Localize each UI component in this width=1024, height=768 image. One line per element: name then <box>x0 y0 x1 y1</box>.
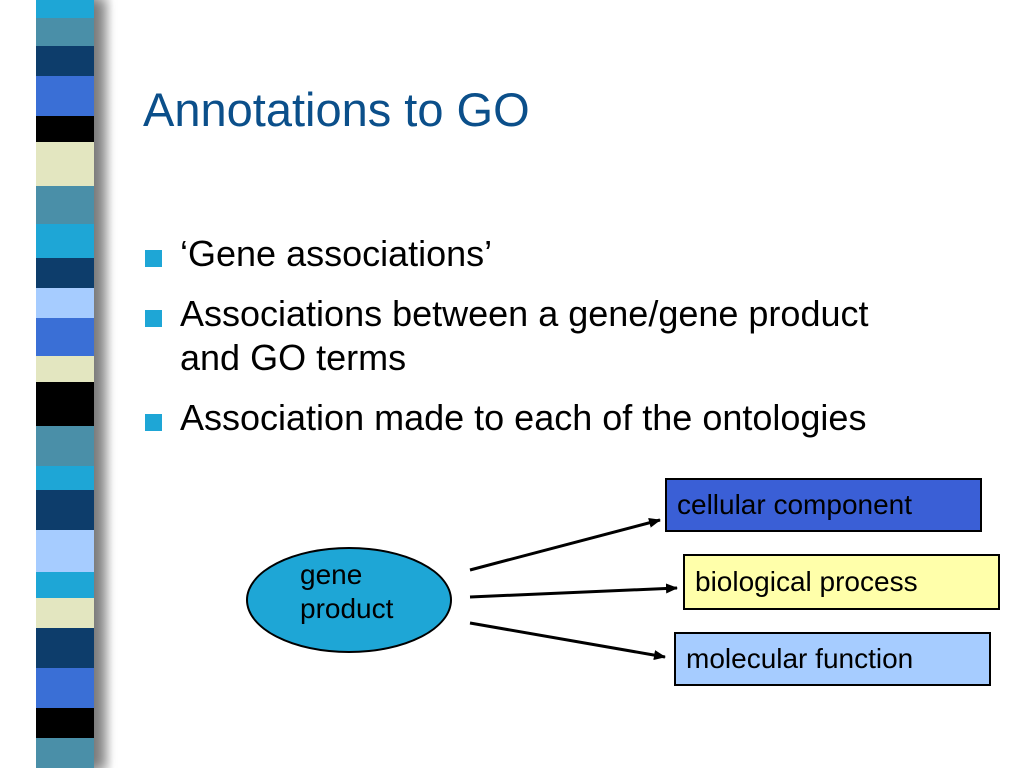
bullet-item: ‘Gene associations’ <box>143 232 903 276</box>
biological-process-box: biological process <box>683 554 1000 610</box>
gene-product-ellipse <box>246 547 452 653</box>
arrow-to-molecular-function <box>469 621 666 661</box>
cellular-component-box: cellular component <box>665 478 982 532</box>
bullet-text: Association made to each of the ontologi… <box>180 397 867 438</box>
square-bullet-icon <box>145 414 162 431</box>
stripe-bar-shadow <box>94 0 114 768</box>
bullet-text: Associations between a gene/gene product… <box>180 293 869 378</box>
square-bullet-icon <box>145 250 162 267</box>
square-bullet-icon <box>145 310 162 327</box>
gene-product-label: gene product <box>300 559 394 624</box>
arrow-to-cellular-component <box>469 517 661 572</box>
bullet-item: Associations between a gene/gene product… <box>143 292 903 380</box>
slide-title: Annotations to GO <box>143 83 530 136</box>
arrow-to-biological-process <box>469 583 678 599</box>
decorative-stripe-bar <box>36 0 94 768</box>
molecular-function-box: molecular function <box>674 632 991 686</box>
bullet-item: Association made to each of the ontologi… <box>143 396 903 440</box>
bullet-text: ‘Gene associations’ <box>180 233 493 274</box>
bullet-list: ‘Gene associations’ Associations between… <box>143 232 903 456</box>
